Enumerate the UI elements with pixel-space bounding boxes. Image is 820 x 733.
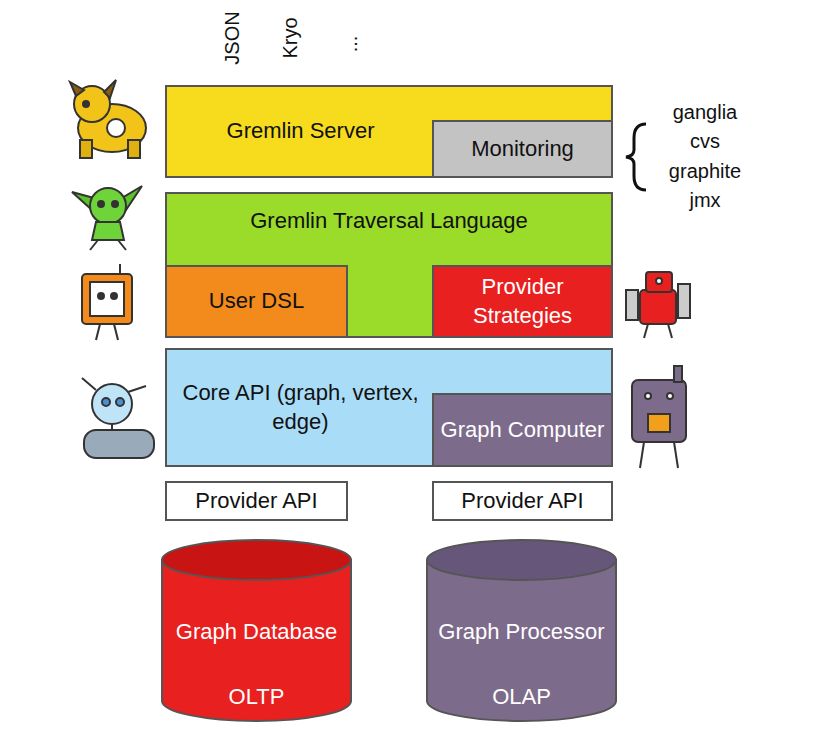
core-api-band: Core API (graph, vertex, edge)Graph Comp… (165, 348, 613, 467)
format-label: Kryo (278, 17, 302, 58)
format-label: ... (338, 36, 362, 53)
node-text: Graph Processor (425, 593, 618, 671)
furnace-robot-mascot (632, 366, 686, 468)
node-text: OLAP (425, 680, 618, 714)
traversal-band: Gremlin Traversal LanguageUser DSL Provid… (165, 192, 613, 338)
node-text: Monitoring (434, 122, 611, 176)
monitoring-tool-label: ganglia (673, 100, 738, 124)
tank-robot-mascot (82, 378, 154, 458)
red-robot-mascot (626, 272, 690, 338)
monitoring-tool-label: graphite (669, 159, 741, 183)
provider-api-box: Provider API (165, 481, 348, 521)
node-text: Graph Computer (434, 395, 611, 465)
node-text: Provider API (434, 483, 611, 519)
graph-computer-box: Graph Computer (432, 393, 613, 467)
node-text: Provider API (167, 483, 346, 519)
strategies-box: Provider Strategies (432, 265, 613, 338)
node-text: Gremlin Traversal Language (167, 194, 611, 249)
node-text: Core API (graph, vertex, edge) (167, 350, 434, 465)
monitoring-tool-label: cvs (690, 129, 720, 153)
server-band: Gremlin ServerMonitoring (165, 85, 613, 178)
processor-cylinder: Graph ProcessorOLAP (425, 538, 618, 723)
node-text: Gremlin Server (167, 87, 434, 176)
node-text: OLTP (160, 680, 353, 714)
curly-bracket (626, 124, 646, 190)
provider-api-box: Provider API (432, 481, 613, 521)
monitoring-box: Monitoring (432, 120, 613, 178)
monitoring-tool-label: jmx (689, 188, 720, 212)
dsl-box: User DSL (165, 265, 348, 338)
node-text: Graph Database (160, 593, 353, 671)
node-text: User DSL (167, 267, 346, 336)
database-cylinder: Graph DatabaseOLTP (160, 538, 353, 723)
node-text: Provider Strategies (434, 267, 611, 336)
goblin-mascot (72, 186, 142, 250)
format-label: JSON (220, 11, 244, 64)
square-robot-mascot (82, 264, 132, 340)
dog-mascot (70, 80, 146, 158)
